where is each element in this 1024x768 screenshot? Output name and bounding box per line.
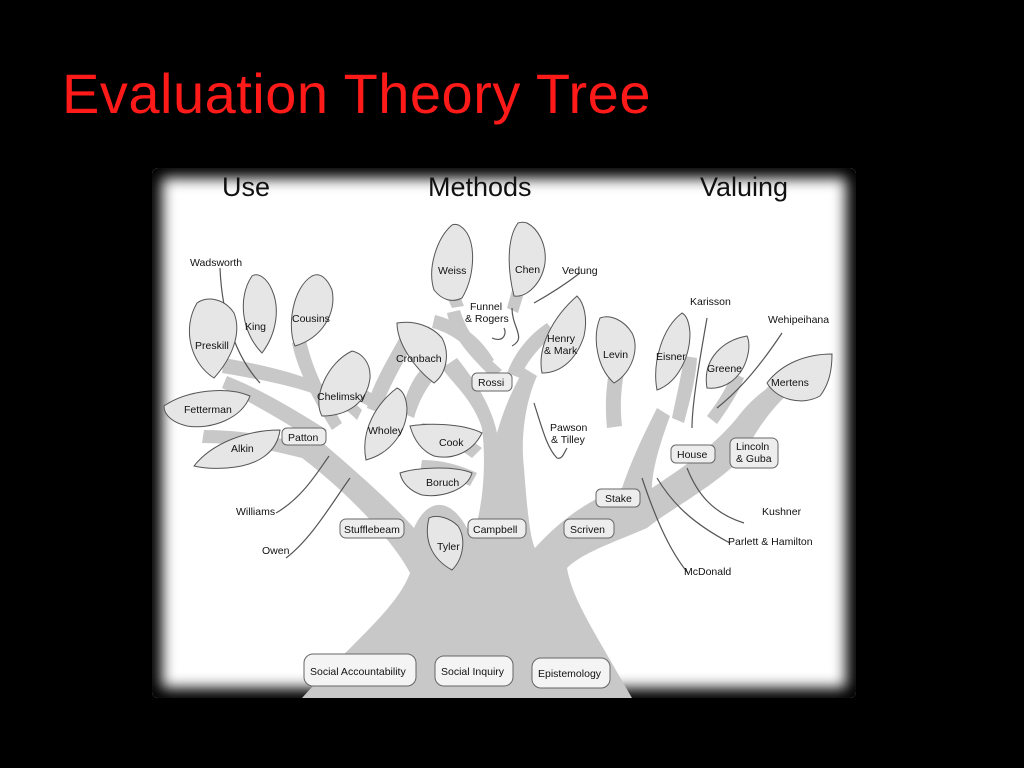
leaf-boruch: Boruch <box>399 467 473 497</box>
label-cook: Cook <box>439 437 464 449</box>
leaf-wholey: Wholey <box>364 387 408 461</box>
label-alkin: Alkin <box>231 443 254 455</box>
label-stake: Stake <box>605 493 632 505</box>
label-vedung: Vedung <box>562 265 598 277</box>
label-wholey: Wholey <box>368 425 404 437</box>
box-stake: Stake <box>595 488 641 508</box>
leaf-henry-mark: Henry & Mark <box>540 295 587 374</box>
leaf-king: King <box>242 274 277 354</box>
box-patton: Patton <box>281 427 327 446</box>
label-cronbach: Cronbach <box>396 353 442 365</box>
label-tyler: Tyler <box>437 541 460 553</box>
label-stufflebeam: Stufflebeam <box>344 524 400 536</box>
leaf-mertens: Mertens <box>766 353 833 402</box>
leaf-preskill: Preskill <box>189 298 238 379</box>
label-cousins: Cousins <box>292 313 330 325</box>
label-pawson-tilley-1: Pawson <box>550 422 588 434</box>
leaf-eisner: Eisner <box>655 312 691 391</box>
label-funnel-rogers-1: Funnel <box>470 301 502 313</box>
label-greene: Greene <box>707 363 742 375</box>
label-levin: Levin <box>603 349 628 361</box>
label-chelimsky: Chelimsky <box>317 391 366 403</box>
leaf-tyler: Tyler <box>426 515 464 571</box>
label-henry-mark-2: & Mark <box>544 345 578 357</box>
label-social-inquiry: Social Inquiry <box>441 666 505 678</box>
root-epistemology: Epistemology <box>531 657 611 689</box>
label-boruch: Boruch <box>426 477 459 489</box>
slide-title: Evaluation Theory Tree <box>62 62 651 125</box>
label-chen: Chen <box>515 264 540 276</box>
box-house: House <box>670 444 716 464</box>
label-lincoln-guba-1: Lincoln <box>736 441 769 453</box>
label-wadsworth: Wadsworth <box>190 257 242 269</box>
box-scriven: Scriven <box>563 518 615 539</box>
leaf-cook: Cook <box>409 423 483 458</box>
leaf-chen: Chen <box>508 221 546 297</box>
label-fetterman: Fetterman <box>184 404 232 416</box>
label-parlett-hamilton: Parlett & Hamilton <box>728 536 813 548</box>
label-house: House <box>677 449 708 461</box>
box-stufflebeam: Stufflebeam <box>339 518 405 539</box>
label-mcdonald: McDonald <box>684 566 731 578</box>
evaluation-theory-tree-figure: Use Methods Valuing Preskill King Cousin… <box>152 168 856 698</box>
label-owen: Owen <box>262 545 290 557</box>
pointer-lines <box>219 267 783 574</box>
leaf-cronbach: Cronbach <box>396 321 447 384</box>
label-king: King <box>245 321 266 333</box>
box-rossi: Rossi <box>471 372 513 392</box>
branch-heading-valuing: Valuing <box>700 172 788 202</box>
label-karisson: Karisson <box>690 296 731 308</box>
leaf-fetterman: Fetterman <box>163 390 251 428</box>
label-weiss: Weiss <box>438 265 466 277</box>
label-pawson-tilley-2: & Tilley <box>551 434 586 446</box>
branch-heading-methods: Methods <box>428 172 532 202</box>
label-rossi: Rossi <box>478 377 504 389</box>
label-scriven: Scriven <box>570 524 605 536</box>
root-social-inquiry: Social Inquiry <box>434 655 514 687</box>
leaf-cousins: Cousins <box>290 274 334 347</box>
label-preskill: Preskill <box>195 340 229 352</box>
label-henry-mark-1: Henry <box>547 333 576 345</box>
label-patton: Patton <box>288 432 319 444</box>
box-lincoln-guba: Lincoln & Guba <box>729 437 779 469</box>
label-campbell: Campbell <box>473 524 517 536</box>
label-mertens: Mertens <box>771 377 809 389</box>
branch-heading-use: Use <box>222 172 270 202</box>
label-kushner: Kushner <box>762 506 802 518</box>
leaf-levin: Levin <box>595 316 636 384</box>
label-epistemology: Epistemology <box>538 668 602 680</box>
root-social-accountability: Social Accountability <box>303 653 417 687</box>
label-williams: Williams <box>236 506 275 518</box>
leaf-chelimsky: Chelimsky <box>317 350 371 417</box>
label-wehipeihana: Wehipeihana <box>768 314 829 326</box>
box-campbell: Campbell <box>467 518 527 539</box>
label-social-accountability: Social Accountability <box>310 666 406 678</box>
label-eisner: Eisner <box>656 351 686 363</box>
tree-diagram: Use Methods Valuing Preskill King Cousin… <box>163 172 833 698</box>
leaf-weiss: Weiss <box>431 223 474 301</box>
label-funnel-rogers-2: & Rogers <box>465 313 509 325</box>
leaf-greene: Greene <box>705 335 750 389</box>
leaf-alkin: Alkin <box>193 429 281 469</box>
label-lincoln-guba-2: & Guba <box>736 453 772 465</box>
